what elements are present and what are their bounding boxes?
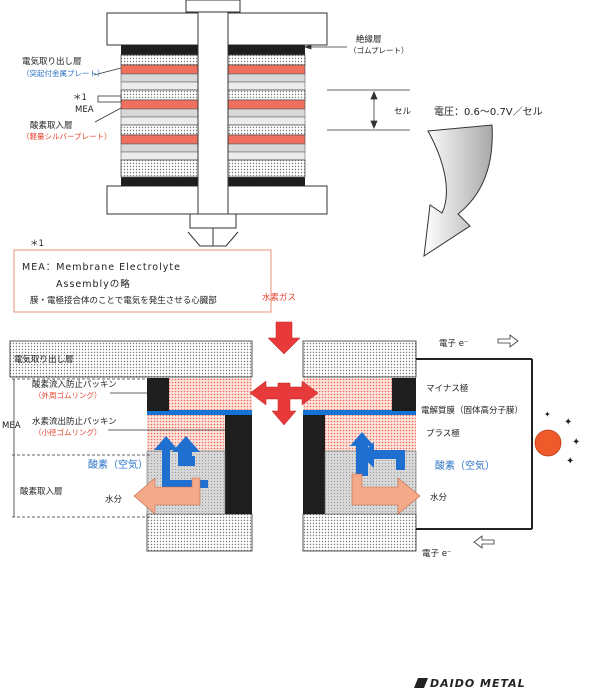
daido-metal-logo: DAIDO METAL [414,677,526,690]
left-membrane [147,410,252,415]
mea-tab [97,95,122,103]
mea-label-bottom: MEA [2,421,21,431]
right-outer-seal [392,378,416,411]
lamp-icon: ✦ ✦ ✦ ✦ [534,410,580,467]
cell-label: セル [394,107,412,117]
top-labels: 絶縁層 （ゴムプレート） 電気取り出し層 （突起付金属プレート） ＊1 MEA … [22,34,543,141]
electron-arrow-bottom [473,535,495,549]
right-inner-seal [303,415,325,514]
minus-electrode-label: マイナス極 [426,383,469,394]
right-top-plate [302,340,417,378]
electron-top-label: 電子 e⁻ [439,339,468,349]
left-top-plate [9,340,253,378]
left-bracket [12,378,226,518]
electricity-output-label: 電気取り出し層 [22,56,82,67]
water-left-label: 水分 [105,494,123,505]
oxygen-arrow-right-up [350,432,374,476]
note-mark: ＊1 [30,239,44,249]
water-arrow-right [351,473,421,515]
hydrogen-outflow-seal-label: 水素流出防止パッキン [32,416,117,427]
water-right-label: 水分 [430,492,448,503]
note-box [13,249,272,313]
curved-arrow [423,124,493,258]
center-bolt [197,5,229,223]
oxygen-arrow-left-head [172,436,200,466]
external-circuit [416,358,533,530]
svg-text:✦: ✦ [564,417,572,428]
svg-text:✦: ✦ [572,437,580,448]
insulating-layer-sub: （ゴムプレート） [349,45,409,55]
cell-stack [97,0,328,247]
oxygen-inflow-seal-sub: （外周ゴムリング） [34,390,102,400]
electrolyte-membrane-label: 電解質膜（固体高分子膜） [421,405,523,416]
oxygen-intake-label-bottom: 酸素取入層 [20,486,63,497]
oxygen-air-right-label: 酸素（空気） [435,459,495,472]
note-line-2: Assemblyの略 [56,278,131,290]
note-line-1: MEA：Membrane Electrolyte [22,262,181,273]
logo-text: DAIDO METAL [430,677,526,690]
left-outer-seal [147,378,169,411]
insulating-layer-label: 絶縁層 [356,34,382,45]
oxygen-air-left-label: 酸素（空気） [88,458,148,471]
note-line-3: 膜・電極接合体のことで電気を発生させる心臓部 [30,295,217,306]
oxygen-arrow-right [360,442,405,470]
bottom-labels: 電気取り出し層 MEA 酸素流入防止パッキン （外周ゴムリング） 水素流出防止パ… [2,339,523,559]
oxygen-intake-label-top: 酸素取入層 [30,120,73,131]
electricity-output-label-bottom: 電気取り出し層 [14,354,74,365]
mea-label-top: MEA [75,105,94,115]
hydrogen-inflow-arrow [267,321,301,355]
right-membrane [303,410,416,415]
mea-note-mark-top: ＊1 [73,93,87,103]
bolt-head [185,0,241,13]
hydrogen-gas-label: 水素ガス [262,292,296,303]
oxygen-arrow-left [154,436,208,488]
top-leaders [93,44,410,131]
right-bottom-plate [302,513,417,552]
hydrogen-outflow-seal-sub: （小径ゴムリング） [34,427,102,437]
water-arrow-left [133,477,201,515]
electron-bottom-label: 電子 e⁻ [422,549,451,559]
plus-electrode-label: プラス極 [426,428,460,439]
electron-arrow-top [497,334,519,348]
oxygen-inflow-seal-label: 酸素流入防止パッキン [32,379,117,390]
electricity-output-sub: （突起付金属プレート） [22,68,105,78]
svg-text:✦: ✦ [544,410,551,419]
voltage-label: 電圧：0.6～0.7V／セル [434,106,543,118]
left-cell [9,340,253,552]
left-inner-seal [225,415,252,514]
hydrogen-distribution-arrow [249,380,319,426]
svg-text:✦: ✦ [566,456,574,467]
oxygen-intake-sub-top: （軽量シルバープレート） [22,132,112,141]
bolt-nut [189,213,237,229]
mea-note: ＊1 MEA：Membrane Electrolyte Assemblyの略 膜… [13,239,272,313]
left-bottom-plate [146,513,253,552]
